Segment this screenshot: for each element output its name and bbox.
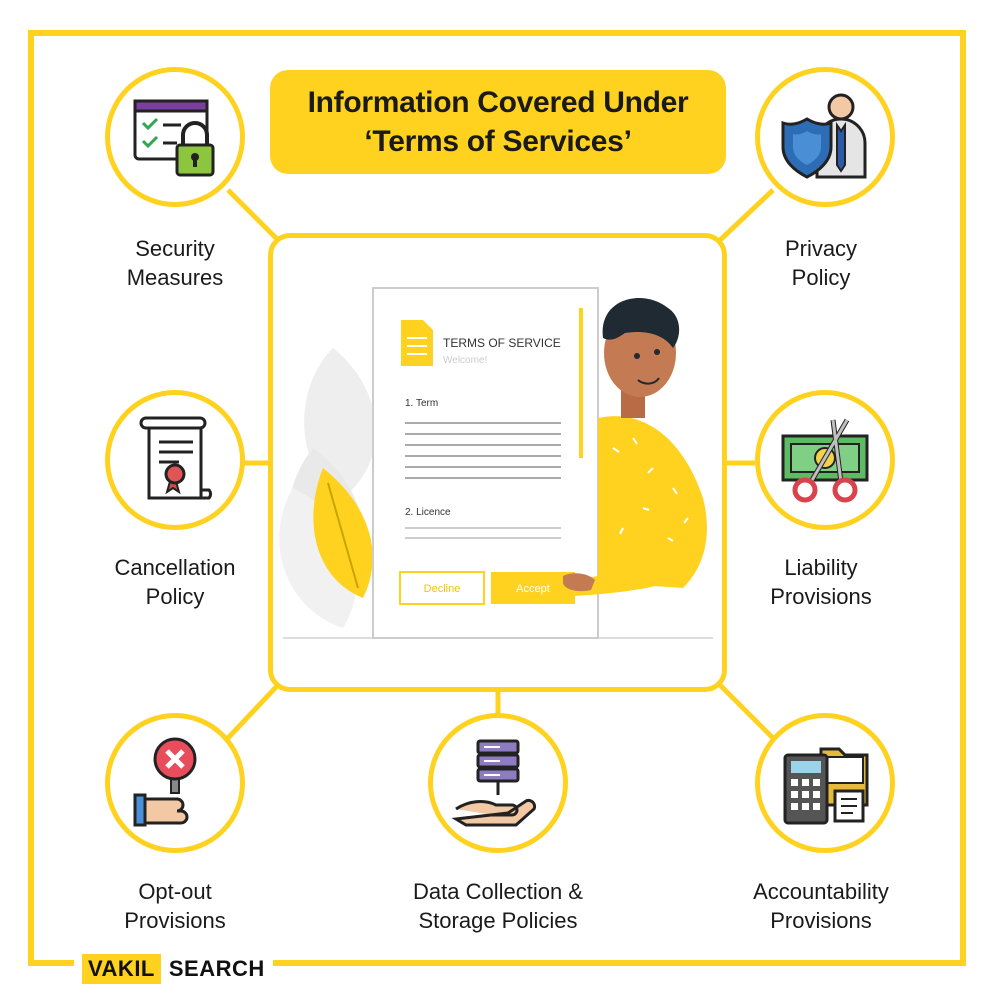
- document-section-2: 2. Licence: [405, 507, 451, 518]
- security-measures-node: [105, 67, 245, 207]
- logo-part-1: VAKIL: [82, 954, 161, 984]
- vakilsearch-logo: VAKIL SEARCH: [74, 952, 273, 986]
- shield-person-icon: [781, 93, 867, 179]
- liability-provisions-node: [755, 390, 895, 530]
- decline-label: Decline: [424, 583, 461, 595]
- accountability-provisions-node: [755, 713, 895, 853]
- leaf-decoration: [279, 348, 376, 628]
- certificate-scroll-icon: [139, 416, 212, 500]
- document-heading: TERMS OF SERVICE: [443, 336, 561, 350]
- cancellation-policy-node: [105, 390, 245, 530]
- opt-out-provisions-node: [105, 713, 245, 853]
- logo-part-2: SEARCH: [168, 956, 265, 981]
- money-scissors-icon: [781, 418, 869, 503]
- hand-cancel-sign-icon: [133, 737, 197, 827]
- title-line-1: Information Covered Under: [307, 86, 689, 119]
- calculator-folder-icon: [783, 747, 869, 825]
- accept-label: Accept: [516, 583, 550, 595]
- title-line-2: ‘Terms of Services’: [364, 125, 632, 158]
- data-collection-label: Data Collection &Storage Policies: [413, 879, 583, 933]
- terms-document-illustration: TERMS OF SERVICE Welcome! 1. Term 2. Lic…: [279, 287, 713, 639]
- document-section-1: 1. Term: [405, 398, 438, 409]
- accept-button: [491, 572, 575, 604]
- person-figure: [563, 298, 707, 596]
- center-illustration-panel: TERMS OF SERVICE Welcome! 1. Term 2. Lic…: [268, 233, 727, 692]
- decline-button: [399, 571, 485, 605]
- hand-server-icon: [451, 739, 537, 827]
- privacy-policy-node: [755, 67, 895, 207]
- document-subheading: Welcome!: [443, 355, 487, 366]
- data-collection-node: [428, 713, 568, 853]
- security-checklist-lock-icon: [133, 99, 215, 177]
- title-banner: Information Covered Under ‘Terms of Serv…: [270, 70, 726, 174]
- outer-frame: [28, 30, 966, 966]
